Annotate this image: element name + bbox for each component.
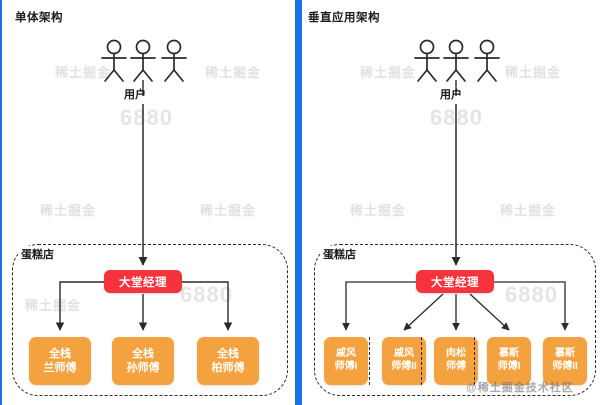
worker-label-line2: 师傅I <box>497 361 521 372</box>
panel-title-monolith: 单体架构 <box>15 12 63 24</box>
worker-group-separator-1 <box>369 337 370 385</box>
worker-label-line2: 兰师傅 <box>43 362 77 374</box>
worker-node-right-3[interactable]: 肉松 师傅 <box>434 337 478 385</box>
watermark-faint: 稀土掘金 <box>360 65 417 80</box>
panel-title-vertical-application: 垂直应用架构 <box>308 12 380 24</box>
worker-node-left-1[interactable]: 全栈 兰师傅 <box>29 337 91 385</box>
worker-label-line1: 全栈 <box>217 347 239 360</box>
worker-group-separator-3 <box>474 337 475 385</box>
shop-label-right: 蛋糕店 <box>320 246 359 262</box>
worker-node-right-1[interactable]: 戚风 师傅I <box>324 337 368 385</box>
worker-label-line2: 师傅II <box>391 361 417 372</box>
worker-node-right-5[interactable]: 慕斯 师傅II <box>543 337 587 385</box>
worker-label-line2: 师傅II <box>552 361 578 372</box>
worker-label-line2: 柏师傅 <box>211 362 245 374</box>
watermark-faint: 稀土掘金 <box>350 203 407 218</box>
worker-node-left-3[interactable]: 全栈 柏师傅 <box>197 337 259 385</box>
watermark-community: @稀土掘金技术社区 <box>466 382 574 394</box>
watermark-faint: 稀土掘金 <box>200 203 257 218</box>
worker-label-line1: 全栈 <box>132 347 154 360</box>
worker-label-line2: 师傅 <box>446 361 466 372</box>
worker-label-line1: 戚风 <box>394 348 414 360</box>
manager-node-right[interactable]: 大堂经理 <box>416 270 494 293</box>
watermark-faint: 稀土掘金 <box>40 203 97 218</box>
worker-label-line2: 师傅I <box>334 361 358 372</box>
watermark-faint-number: 6880 <box>430 105 483 130</box>
manager-node-left[interactable]: 大堂经理 <box>104 270 182 293</box>
panel-divider-accent-bar <box>295 0 302 405</box>
shop-container-right <box>314 244 596 396</box>
worker-label-line1: 慕斯 <box>555 348 575 360</box>
worker-label-line1: 慕斯 <box>499 348 519 360</box>
user-label-right: 用户 <box>440 89 462 101</box>
watermark-faint: 稀土掘金 <box>505 65 562 80</box>
watermark-faint: 稀土掘金 <box>500 203 557 218</box>
worker-node-left-2[interactable]: 全栈 孙师傅 <box>112 337 174 385</box>
shop-label-left: 蛋糕店 <box>18 246 57 262</box>
left-edge-accent-bar <box>0 0 2 405</box>
worker-node-right-4[interactable]: 慕斯 师傅I <box>487 337 531 385</box>
watermark-faint: 稀土掘金 <box>55 65 112 80</box>
worker-label-line2: 孙师傅 <box>126 362 160 374</box>
worker-label-line1: 全栈 <box>49 347 71 360</box>
watermark-faint: 稀土掘金 <box>205 65 262 80</box>
shop-container-left <box>12 244 288 396</box>
watermark-faint-number: 6880 <box>120 105 173 130</box>
user-label-left: 用户 <box>124 89 146 101</box>
worker-node-right-2[interactable]: 戚风 师傅II <box>382 337 426 385</box>
worker-label-line1: 肉松 <box>446 348 466 360</box>
worker-group-separator-2 <box>421 337 422 385</box>
worker-label-line1: 戚风 <box>336 348 356 360</box>
